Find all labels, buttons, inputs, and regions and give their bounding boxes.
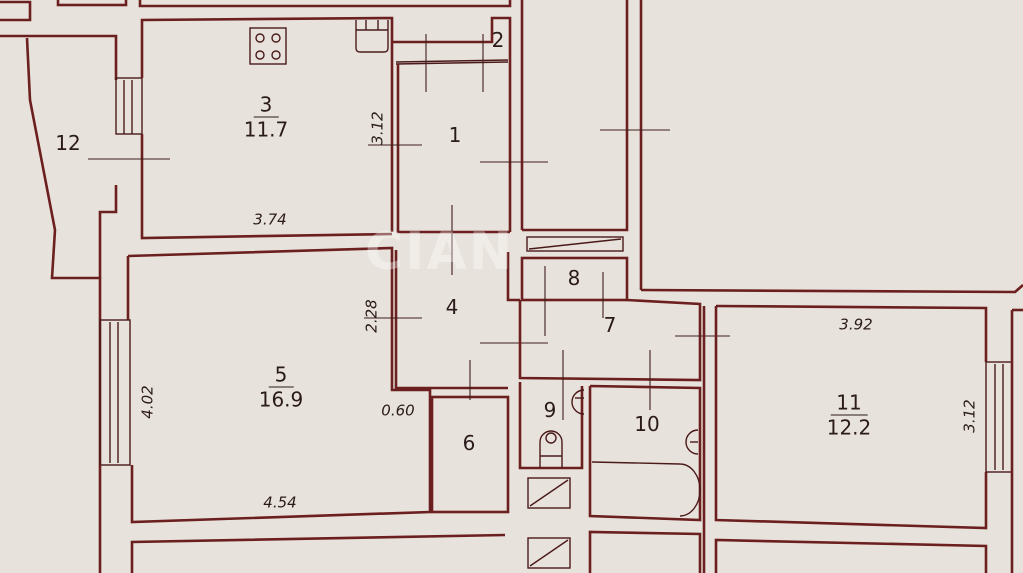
stove-icon [249,27,287,65]
room-number: 5 [268,365,294,388]
room-label-10: 10 [634,412,660,436]
watermark: CIAN [365,222,515,282]
room-8-outline [520,256,629,336]
room-1-2-outline [368,16,548,275]
top-strip-walls [0,0,512,22]
room-4-outline [364,250,548,390]
room-label-3: 3 11.7 [244,95,289,140]
room-label-11: 11 12.2 [827,393,872,438]
dimension-room5-niche: 0.60 [381,401,415,420]
washbasin-icon [685,429,699,455]
room-label-8: 8 [567,266,581,290]
dimension-room5-width: 4.54 [263,493,297,512]
room-area: 11.7 [243,117,289,142]
washbasin-icon [571,389,585,415]
room-label-9: 9 [543,398,557,422]
ventilation-shaft-icon [526,236,624,252]
room-7-outline [518,298,730,420]
dimension-room4-height: 2.28 [362,299,381,333]
toilet-icon [539,430,563,468]
room-6-outline [430,360,510,514]
room-label-5: 5 16.9 [259,365,304,410]
room-area: 12.2 [826,415,872,440]
dimension-room11-width: 3.92 [839,315,873,334]
ventilation-shaft-icon [527,477,571,509]
room-area: 16.9 [258,387,304,412]
room-label-7: 7 [603,313,617,337]
room-number: 11 [830,393,868,416]
bathtub-icon [591,461,701,517]
room-number: 3 [253,95,279,118]
room-5-outline [98,246,506,573]
kitchen-window [115,77,143,135]
dimension-room3-height: 3.12 [368,111,387,145]
room-label-4: 4 [445,295,459,319]
dimension-room11-height: 3.12 [960,399,979,433]
room-3-kitchen-outline [88,16,394,240]
room-label-12: 12 [55,131,81,155]
room-label-1: 1 [448,123,462,147]
dimension-room5-height: 4.02 [138,385,157,419]
room-12-outline [0,34,118,320]
room-10-bath-outline [588,384,702,573]
room-9-wc-outline [518,382,585,569]
dimension-room3-width: 3.74 [253,210,287,229]
kitchen-sink-icon [355,20,389,53]
room-label-2: 2 [491,28,505,52]
corridor-walls [520,0,1023,294]
living-room-window [99,319,131,466]
room-11-outline [702,304,1023,573]
room-label-6: 6 [462,431,476,455]
